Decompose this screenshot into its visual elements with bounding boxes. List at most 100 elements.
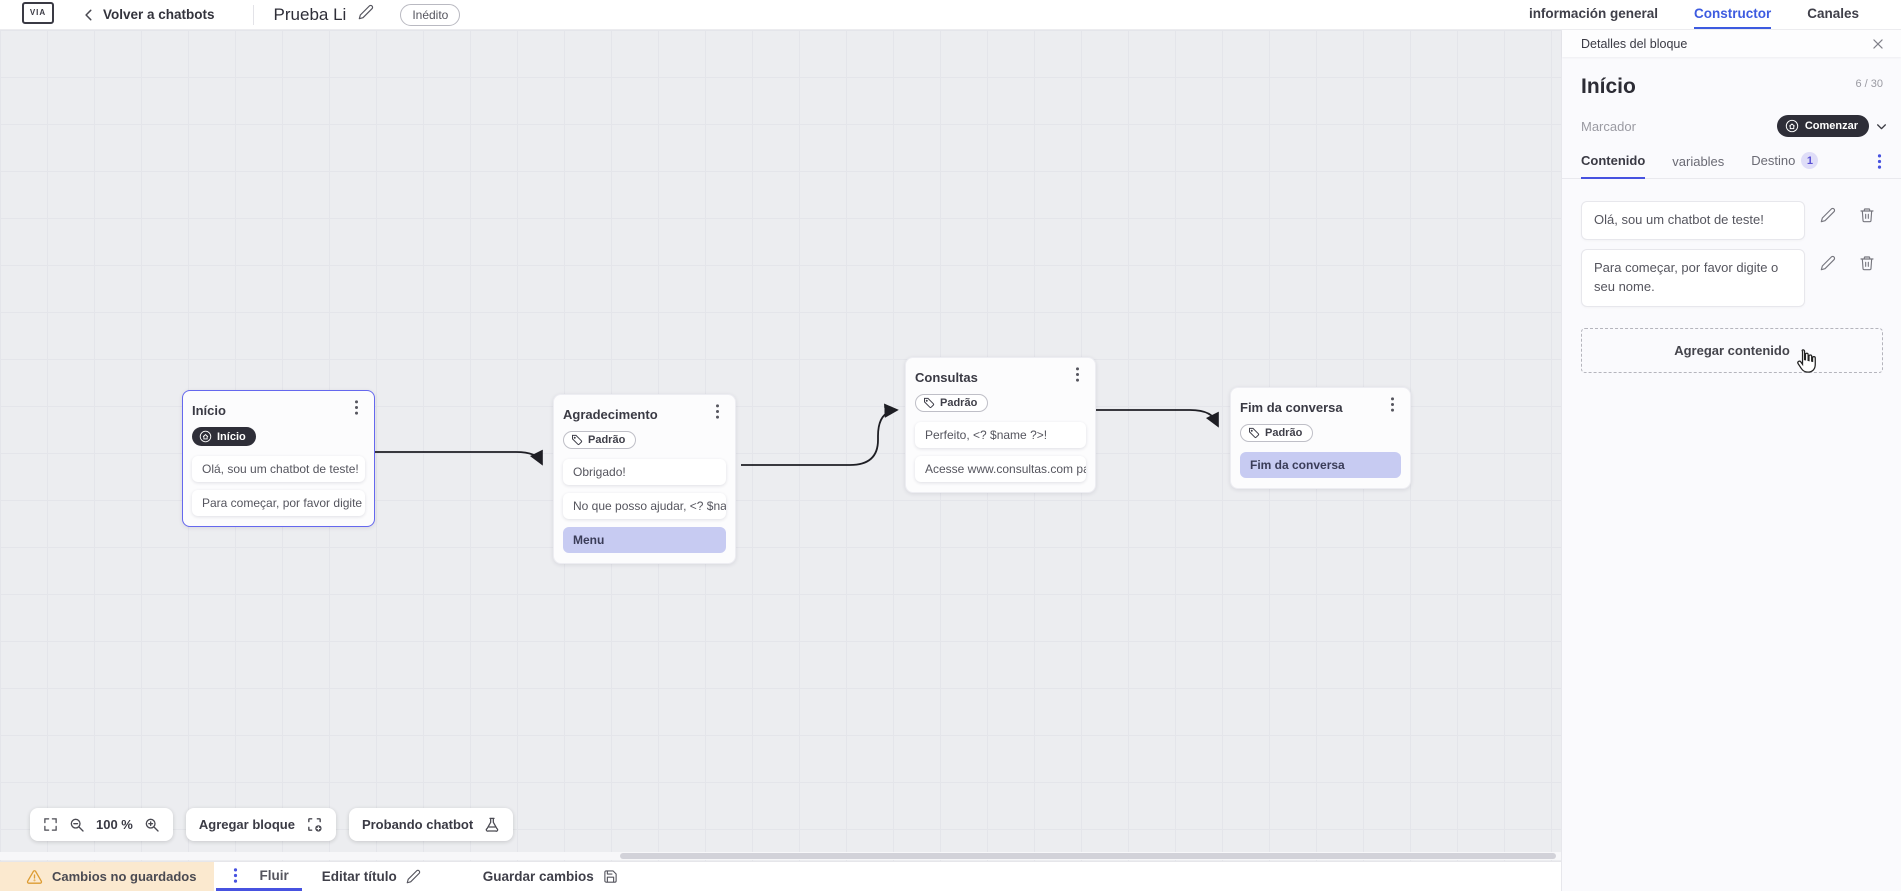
back-to-chatbots-button[interactable]: Volver a chatbots xyxy=(82,7,215,22)
unsaved-changes-label: Cambios no guardados xyxy=(52,869,197,884)
edit-content-icon[interactable] xyxy=(1820,207,1836,223)
app-logo[interactable]: VIA xyxy=(22,1,54,24)
add-content-label: Agregar contenido xyxy=(1674,342,1790,358)
delete-content-icon[interactable] xyxy=(1859,207,1875,223)
content-item: Olá, sou um chatbot de teste! xyxy=(1581,201,1883,240)
block-title: Fim da conversa xyxy=(1240,399,1343,415)
save-changes-button[interactable]: Guardar cambios xyxy=(483,862,618,891)
warning-icon xyxy=(26,869,43,885)
badge-label: Padrão xyxy=(588,434,626,446)
marker-value-pill[interactable]: Comenzar xyxy=(1776,115,1869,137)
tab-constructor[interactable]: Constructor xyxy=(1693,0,1772,29)
flow-block-agradecimento[interactable]: Agradecimento Padrão Obrigado! No que po… xyxy=(553,394,736,564)
edit-content-icon[interactable] xyxy=(1820,255,1836,271)
block-content-row[interactable]: No que posso ajudar, <? $name ... xyxy=(563,493,726,519)
top-bar-tabs: información general Constructor Canales xyxy=(1529,0,1859,29)
block-menu-icon[interactable] xyxy=(709,404,726,424)
edit-title-button[interactable]: Editar título xyxy=(322,862,421,891)
content-text-card[interactable]: Para começar, por favor digite o seu nom… xyxy=(1581,248,1805,307)
panel-tab-label: Contenido xyxy=(1581,153,1646,168)
content-item: Para começar, por favor digite o seu nom… xyxy=(1581,248,1883,307)
top-bar: VIA Volver a chatbots Prueba Li Inédito … xyxy=(0,0,1901,30)
add-block-label: Agregar bloque xyxy=(198,817,295,832)
unsaved-changes-banner: Cambios no guardados xyxy=(0,862,215,891)
block-header: Fim da conversa xyxy=(1240,397,1401,417)
flow-block-fim-da-conversa[interactable]: Fim da conversa Padrão Fim da conversa xyxy=(1230,387,1411,489)
flow-tab[interactable]: Fluir xyxy=(216,862,302,891)
test-chatbot-label: Probando chatbot xyxy=(361,817,474,832)
panel-tab-contenido[interactable]: Contenido xyxy=(1581,153,1646,179)
block-title: Início xyxy=(192,402,226,418)
block-type-badge: Padrão xyxy=(1240,424,1314,442)
panel-tab-destino[interactable]: Destino 1 xyxy=(1751,152,1819,178)
panel-tabs-menu-icon[interactable] xyxy=(1873,154,1886,178)
edit-chatbot-title-icon[interactable] xyxy=(358,4,374,25)
block-menu-icon[interactable] xyxy=(1069,367,1086,387)
zoom-level: 100 % xyxy=(96,817,133,832)
panel-header: Detalles del bloque xyxy=(1562,30,1901,57)
block-details-panel: Detalles del bloque Início 6 / 30 Marcad… xyxy=(1561,30,1901,891)
chevron-down-icon[interactable] xyxy=(1875,120,1888,133)
block-content-row[interactable]: Olá, sou um chatbot de teste! xyxy=(192,456,365,482)
home-icon xyxy=(1785,119,1799,133)
status-badge: Inédito xyxy=(400,3,461,26)
chevron-left-icon xyxy=(82,8,96,22)
block-menu-icon[interactable] xyxy=(348,400,365,420)
block-end-row[interactable]: Fim da conversa xyxy=(1240,452,1401,478)
zoom-control: 100 % xyxy=(30,808,173,841)
scrollbar-thumb[interactable] xyxy=(620,853,1556,859)
block-content-row[interactable]: Para começar, por favor digite o ... xyxy=(192,490,365,516)
zoom-in-icon[interactable] xyxy=(144,817,160,833)
bottom-bar: Cambios no guardados Fluir Editar título… xyxy=(0,861,1561,891)
tab-informacion-general[interactable]: información general xyxy=(1528,6,1658,21)
panel-tab-variables[interactable]: variables xyxy=(1672,154,1724,178)
panel-header-title: Detalles del bloque xyxy=(1581,36,1688,51)
block-menu-icon[interactable] xyxy=(1384,397,1401,417)
badge-label: Padrão xyxy=(1265,427,1303,439)
block-type-badge: Padrão xyxy=(563,431,637,449)
close-icon[interactable] xyxy=(1871,37,1885,51)
block-header: Início xyxy=(192,400,365,420)
panel-content: Olá, sou um chatbot de teste! Para começ… xyxy=(1562,179,1901,373)
fullscreen-icon[interactable] xyxy=(43,817,58,832)
marker-value: Comenzar xyxy=(1804,120,1858,132)
panel-tabs: Contenido variables Destino 1 xyxy=(1562,137,1901,179)
flow-block-consultas[interactable]: Consultas Padrão Perfeito, <? $name ?>! … xyxy=(905,357,1096,493)
add-block-button[interactable]: Agregar bloque xyxy=(185,808,336,841)
back-label: Volver a chatbots xyxy=(103,7,215,22)
zoom-out-icon[interactable] xyxy=(69,817,85,833)
add-block-icon xyxy=(306,816,323,833)
content-text-card[interactable]: Olá, sou um chatbot de teste! xyxy=(1581,201,1805,240)
flow-block-inicio[interactable]: Início Início Olá, sou um chatbot de tes… xyxy=(182,390,375,527)
main-area: Início Início Olá, sou um chatbot de tes… xyxy=(0,30,1901,891)
header-divider xyxy=(252,4,254,25)
pencil-icon xyxy=(406,869,421,884)
block-menu-row[interactable]: Menu xyxy=(563,527,726,553)
flask-icon xyxy=(484,817,500,833)
tag-icon xyxy=(923,397,935,409)
block-title: Consultas xyxy=(915,369,978,385)
tab-canales[interactable]: Canales xyxy=(1807,6,1859,21)
app-logo-text: VIA xyxy=(29,8,47,17)
marker-label: Marcador xyxy=(1581,118,1636,134)
block-content-row[interactable]: Acesse www.consultas.com par... xyxy=(915,456,1086,482)
block-title: Agradecimento xyxy=(563,406,658,422)
flow-menu-icon[interactable] xyxy=(229,867,242,883)
home-icon xyxy=(199,430,212,443)
test-chatbot-button[interactable]: Probando chatbot xyxy=(348,808,514,841)
edit-title-label: Editar título xyxy=(321,869,397,884)
block-content-row[interactable]: Obrigado! xyxy=(563,459,726,485)
block-type-badge: Padrão xyxy=(915,394,989,412)
delete-content-icon[interactable] xyxy=(1859,255,1875,271)
destination-count-badge: 1 xyxy=(1801,152,1819,169)
add-content-button[interactable]: Agregar contenido xyxy=(1581,327,1883,373)
block-content-row[interactable]: Perfeito, <? $name ?>! xyxy=(915,422,1086,448)
canvas-controls: 100 % Agregar bloque Probando chatbot xyxy=(30,808,514,841)
block-name: Início xyxy=(1581,75,1636,98)
canvas-horizontal-scrollbar xyxy=(0,852,1561,860)
save-icon xyxy=(603,869,618,884)
flow-canvas[interactable]: Início Início Olá, sou um chatbot de tes… xyxy=(0,30,1561,861)
block-start-badge: Início xyxy=(192,427,256,446)
badge-label: Início xyxy=(217,430,246,443)
